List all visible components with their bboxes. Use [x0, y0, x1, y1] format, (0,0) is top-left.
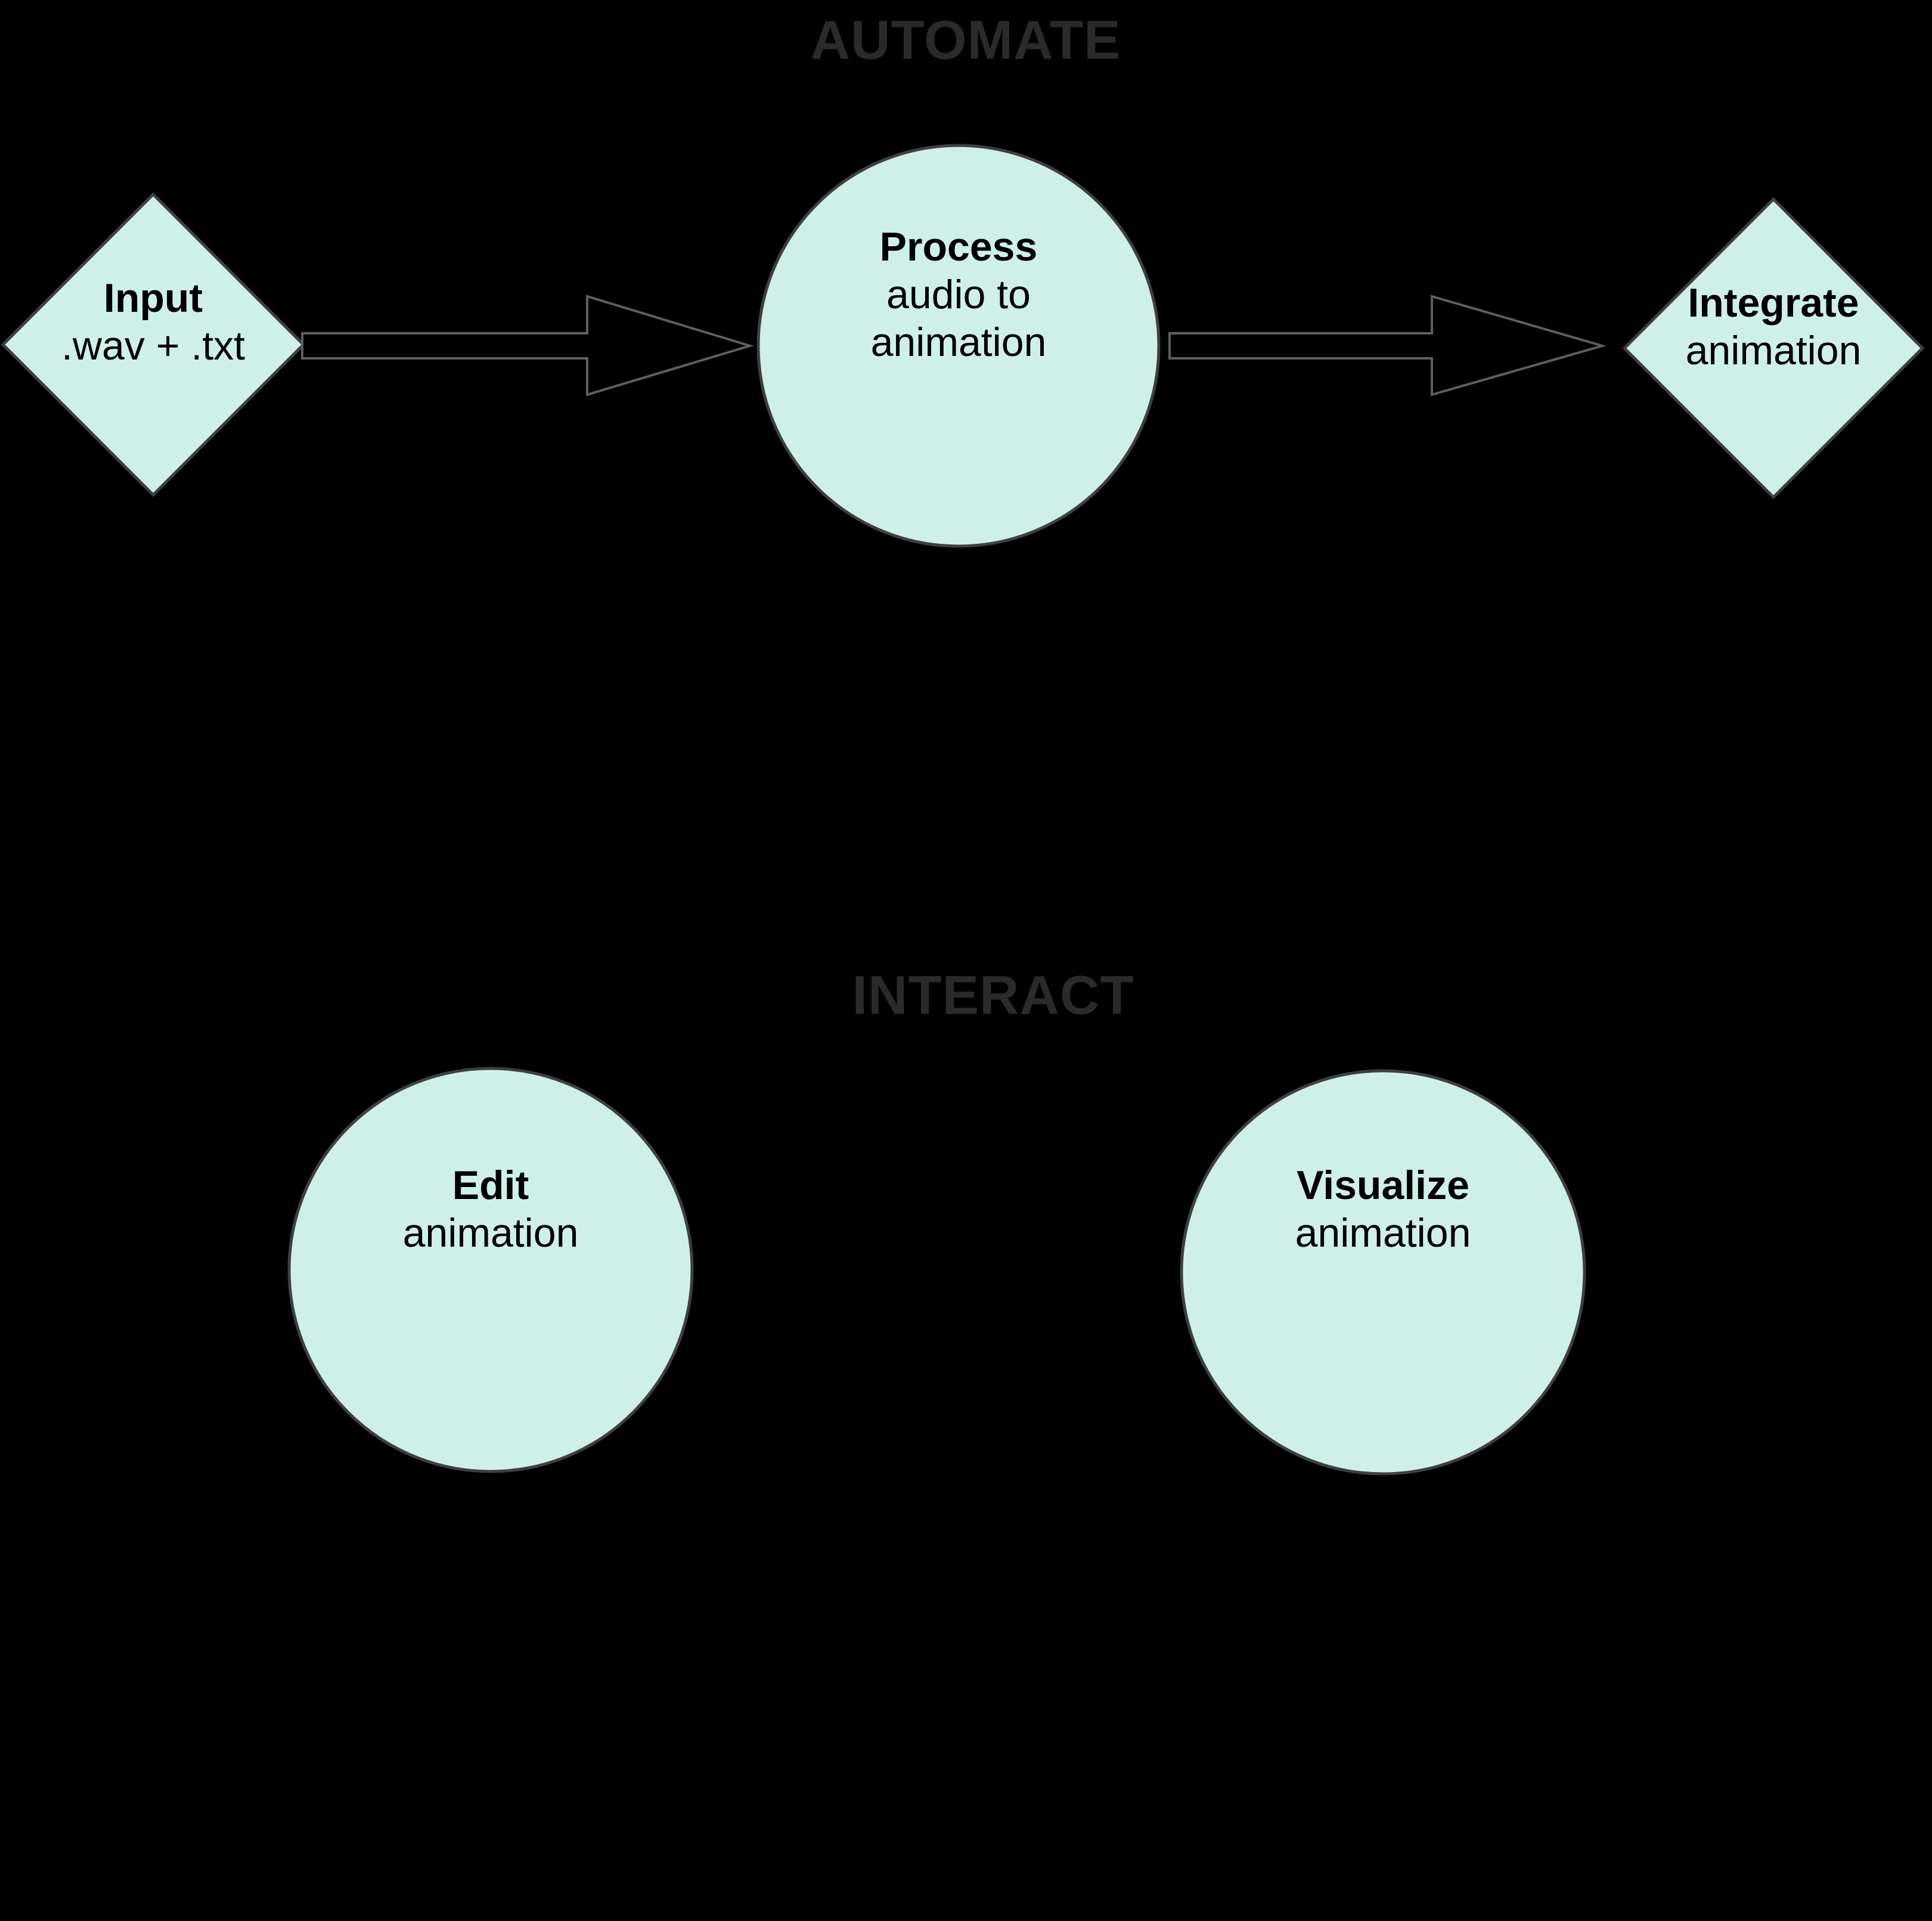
input-node-title: Input: [103, 275, 203, 321]
process-node-label: Process audio to animation: [871, 223, 1047, 366]
process-node-title: Process: [879, 224, 1038, 269]
visualize-node-subtitle: animation: [1295, 1210, 1471, 1256]
integrate-node-label: Integrate animation: [1686, 279, 1862, 374]
edit-node-label: Edit animation: [403, 1161, 579, 1257]
process-node-line3: animation: [870, 320, 1047, 365]
arrow-right-input-to-process-icon: [301, 295, 754, 396]
visualize-node-title: Visualize: [1297, 1163, 1469, 1208]
arrow-right-process-to-integrate-icon: [1168, 295, 1607, 396]
integrate-node-title: Integrate: [1688, 280, 1859, 326]
process-node-line2: audio to: [886, 272, 1031, 317]
input-diamond-shape: [1, 192, 306, 497]
input-node-subtitle: .wav + .txt: [61, 323, 245, 368]
input-node-label: Input .wav + .txt: [61, 274, 245, 370]
edit-node-subtitle: animation: [402, 1210, 579, 1256]
integrate-node-subtitle: animation: [1685, 328, 1862, 373]
edit-circle-shape: [287, 1067, 694, 1473]
visualize-node-label: Visualize animation: [1295, 1161, 1471, 1257]
process-circle-shape: [756, 144, 1161, 548]
visualize-circle-shape: [1180, 1069, 1586, 1476]
interact-section-title: INTERACT: [852, 965, 1134, 1026]
automate-section-title: AUTOMATE: [810, 10, 1121, 71]
edit-node-title: Edit: [452, 1163, 529, 1208]
integrate-diamond-shape: [1622, 197, 1925, 500]
